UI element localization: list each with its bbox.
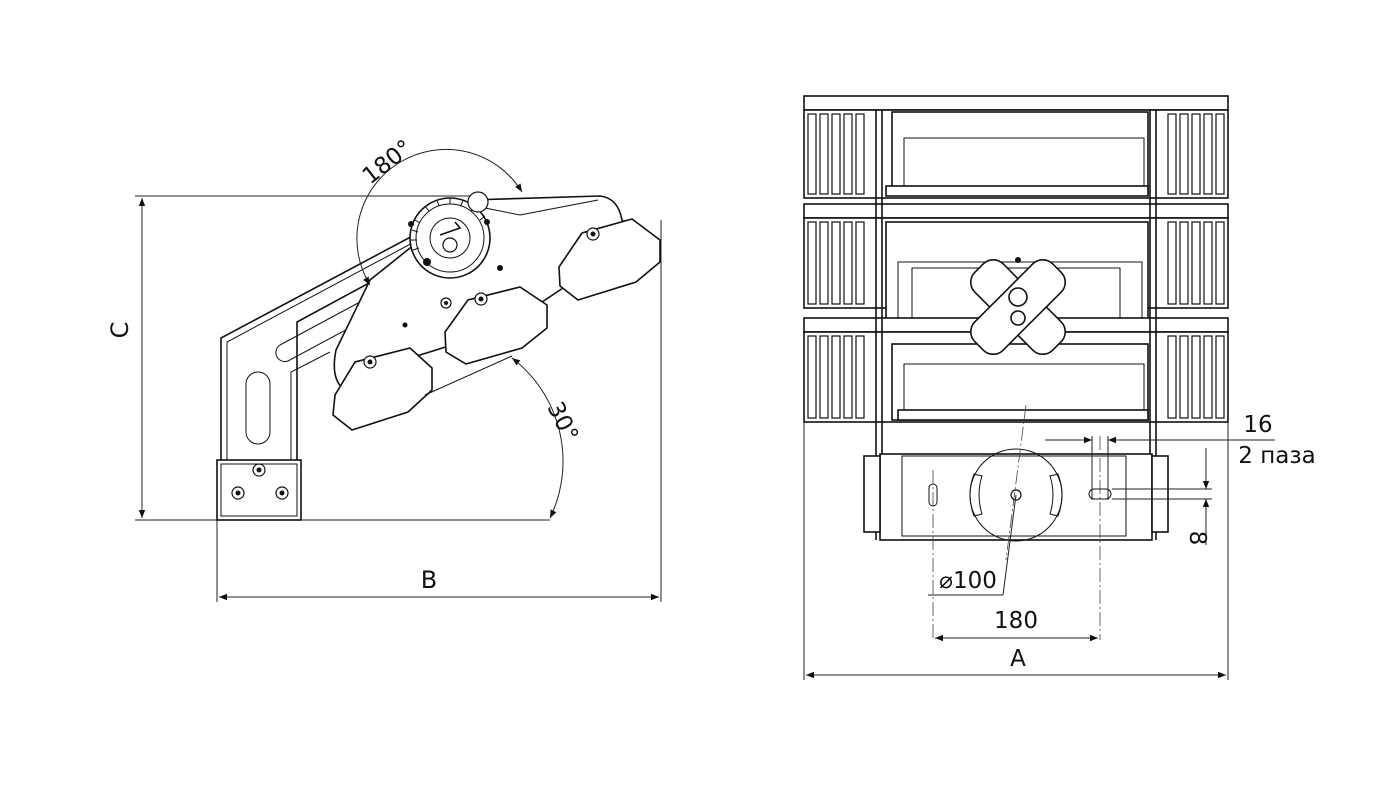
dimension-b: B: [216, 220, 662, 602]
angle-30-label: 30°: [542, 398, 583, 446]
slot-count-note: 2 паза: [1238, 443, 1315, 469]
fins-left-middle: [807, 221, 865, 305]
lamp-module-1: [332, 347, 433, 431]
dimension-diameter-100: ⌀100: [928, 494, 1017, 596]
dimension-a: A: [803, 420, 1229, 680]
dimension-a-label: A: [1010, 646, 1026, 672]
radiator-row-top: [803, 109, 1229, 199]
lamp-module-3: [558, 218, 661, 301]
side-view: C B: [106, 135, 662, 602]
dimension-180: 180: [935, 608, 1098, 642]
dimension-8: 8: [1112, 448, 1212, 545]
front-view: 16 2 паза 8 ⌀100 180 A: [803, 95, 1316, 680]
dimension-180-label: 180: [994, 608, 1038, 634]
fins-right-bottom: [1167, 335, 1225, 419]
dimension-16-label: 16: [1243, 412, 1272, 438]
lamp-module-2: [444, 286, 548, 365]
dimension-8-label: 8: [1184, 531, 1210, 546]
fins-right-top: [1167, 113, 1225, 195]
angle-180-label: 180°: [358, 135, 418, 190]
fins-right-middle: [1167, 221, 1225, 305]
dimension-b-label: B: [421, 566, 437, 594]
mounting-bracket: [216, 230, 432, 521]
angle-30-dimension: 30°: [511, 357, 583, 519]
diameter-label: ⌀100: [939, 568, 997, 594]
fins-left-top: [807, 113, 865, 195]
fins-left-bottom: [807, 335, 865, 419]
dimension-c-label: C: [106, 322, 134, 339]
radiator-row-bottom: [803, 331, 1229, 423]
rotation-knob: [969, 257, 1067, 356]
dimension-16-slots: 16 2 паза: [1045, 412, 1316, 500]
